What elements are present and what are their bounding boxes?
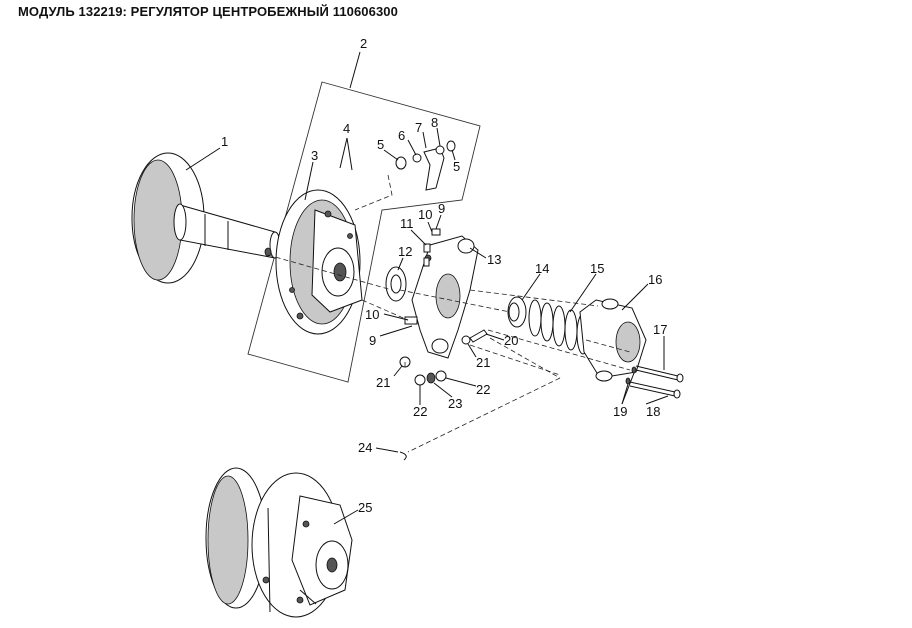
leader-lines: [185, 51, 669, 525]
callout: 21: [476, 355, 490, 370]
part-14-bushing[interactable]: [507, 296, 527, 328]
callout: 22: [413, 404, 427, 419]
callout: 16: [648, 272, 662, 287]
callout: 20: [504, 333, 518, 348]
callout: 10: [418, 207, 432, 222]
callout: 17: [653, 322, 667, 337]
callout: 5: [453, 159, 460, 174]
part-1-fixed-sheave[interactable]: [131, 152, 281, 284]
callout: 21: [376, 375, 390, 390]
callout: 10: [365, 307, 379, 322]
page-title: МОДУЛЬ 132219: РЕГУЛЯТОР ЦЕНТРОБЕЖНЫЙ 11…: [18, 4, 398, 19]
callout: 12: [398, 244, 412, 259]
part-16-cover[interactable]: [579, 298, 647, 382]
callout: 8: [431, 115, 438, 130]
callout: 4: [343, 121, 350, 136]
callout: 15: [590, 261, 604, 276]
callout: 9: [369, 333, 376, 348]
callout: 25: [358, 500, 372, 515]
part-3-movable-sheave[interactable]: [275, 189, 363, 335]
roller-weight-set[interactable]: [395, 140, 456, 191]
callout: 13: [487, 252, 501, 267]
part-12-washer[interactable]: [385, 266, 407, 302]
callout: 6: [398, 128, 405, 143]
callout: 24: [358, 440, 372, 455]
callout: 14: [535, 261, 549, 276]
callout: 9: [438, 201, 445, 216]
part-24-clip[interactable]: [399, 451, 407, 461]
callout: 5: [377, 137, 384, 152]
callout: 18: [646, 404, 660, 419]
callout: 1: [221, 134, 228, 149]
assembly-2-frame: [247, 81, 481, 383]
callout: 7: [415, 120, 422, 135]
callout: 11: [400, 216, 414, 231]
callout: 23: [448, 396, 462, 411]
part-15-spring[interactable]: [528, 299, 590, 355]
callout: 3: [311, 148, 318, 163]
callout: 2: [360, 36, 367, 51]
callout: 22: [476, 382, 490, 397]
callout: 19: [613, 404, 627, 419]
part-25-assembled-clutch[interactable]: [205, 467, 353, 618]
parts-17-18-bolts[interactable]: [629, 365, 684, 399]
